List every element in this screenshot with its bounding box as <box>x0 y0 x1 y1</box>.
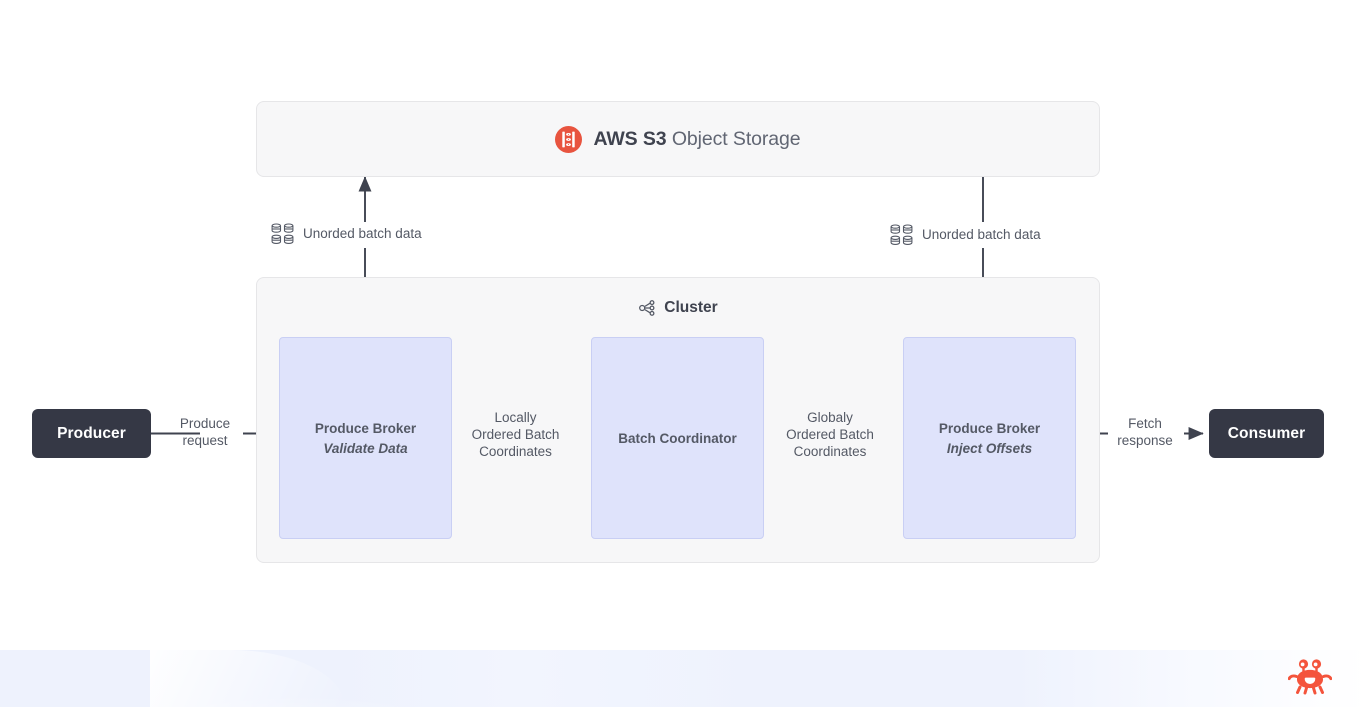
edge-label-line: request <box>182 433 228 448</box>
node-title: Batch Coordinator <box>618 430 737 446</box>
edge-label-line: Locally <box>494 410 537 425</box>
edge-label-fetch-response: Fetch response <box>1100 415 1190 449</box>
node-produce-broker-inject[interactable]: Produce Broker Inject Offsets <box>903 337 1076 539</box>
flow-label-upload: Unorded batch data <box>271 223 422 244</box>
edge-label-line: Coordinates <box>479 444 552 459</box>
flow-label-download-text: Unorded batch data <box>922 227 1041 242</box>
endpoint-producer-label: Producer <box>57 424 126 442</box>
aws-s3-icon <box>555 125 583 153</box>
edge-label-line: response <box>1117 433 1173 448</box>
node-batch-coordinator[interactable]: Batch Coordinator <box>591 337 764 539</box>
database-grid-icon <box>271 223 295 244</box>
storage-suffix-label: Object Storage <box>671 127 801 150</box>
edge-label-line: Coordinates <box>793 444 867 459</box>
node-produce-broker-validate[interactable]: Produce Broker Validate Data <box>279 337 452 539</box>
node-title: Produce Broker <box>314 420 417 436</box>
database-grid-icon <box>890 224 914 245</box>
network-nodes-icon <box>638 299 656 317</box>
edge-label-line: Ordered Batch <box>786 427 874 442</box>
cluster-title: Cluster <box>664 299 718 316</box>
crab-logo <box>1287 655 1333 697</box>
edge-label-line: Produce <box>179 416 231 431</box>
storage-brand-label: AWS S3 <box>593 127 667 150</box>
edge-label-line: Globaly <box>807 410 853 425</box>
edge-label-globaly-ordered: Globaly Ordered Batch Coordinates <box>771 409 889 460</box>
flow-label-upload-text: Unorded batch data <box>303 226 422 241</box>
edge-label-line: Ordered Batch <box>471 427 560 442</box>
flow-label-download: Unorded batch data <box>890 224 1041 245</box>
edge-label-locally-ordered: Locally Ordered Batch Coordinates <box>459 409 572 460</box>
object-storage-panel: AWS S3 Object Storage <box>256 101 1100 177</box>
endpoint-producer[interactable]: Producer <box>32 409 151 458</box>
endpoint-consumer-label: Consumer <box>1227 424 1306 442</box>
node-subtitle: Inject Offsets <box>946 440 1033 456</box>
object-storage-title: AWS S3 Object Storage <box>593 128 800 151</box>
node-subtitle: Validate Data <box>323 440 408 456</box>
cluster-header: Cluster <box>257 299 1099 317</box>
edge-label-line: Fetch <box>1128 416 1162 431</box>
endpoint-consumer[interactable]: Consumer <box>1209 409 1324 458</box>
edge-label-produce-request: Produce request <box>160 415 250 449</box>
node-title: Produce Broker <box>938 420 1041 436</box>
